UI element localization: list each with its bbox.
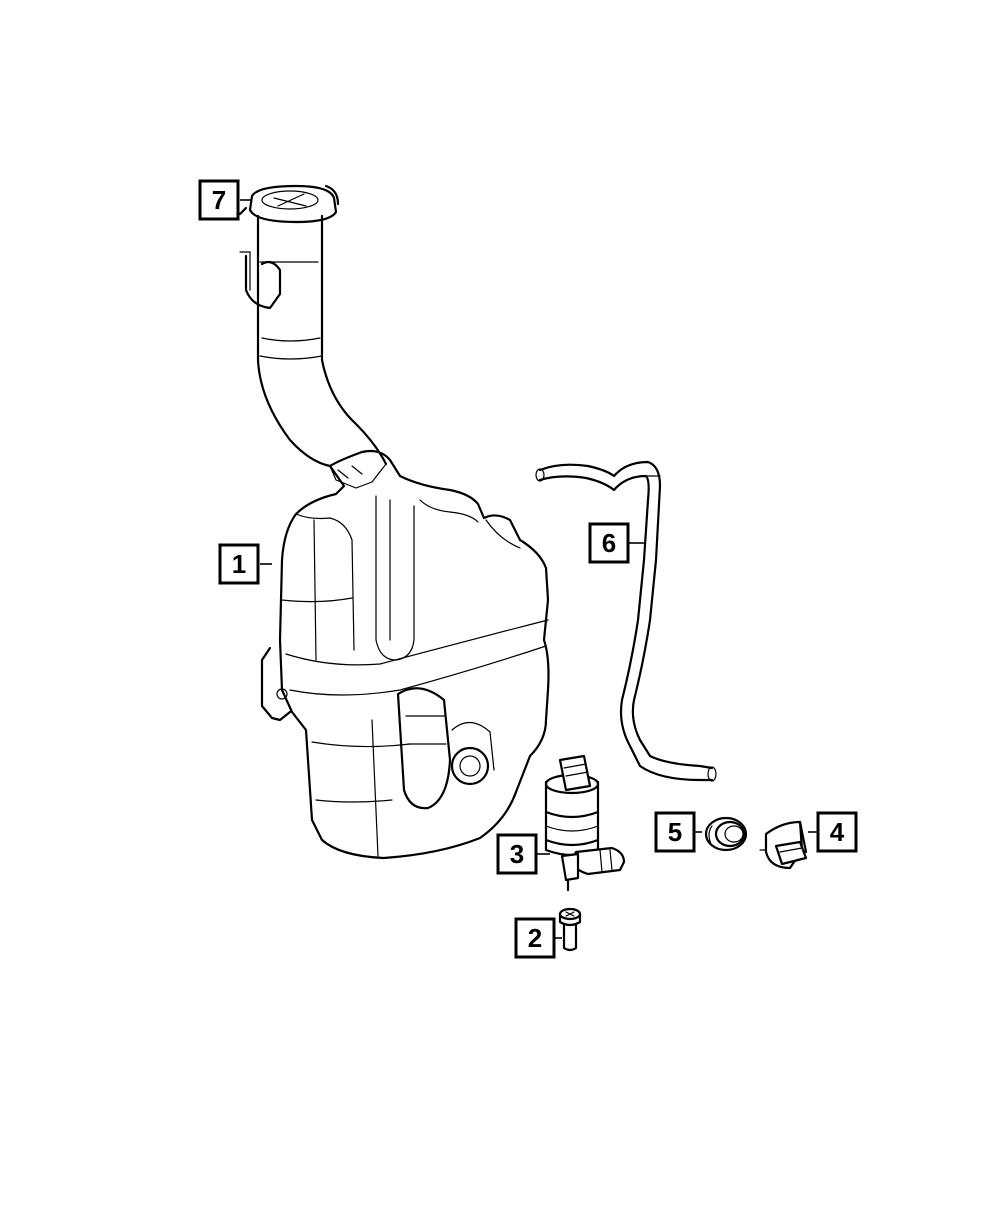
callout-1-label: 1 [232, 549, 246, 579]
filler-cap-part [238, 184, 340, 224]
callout-6: 6 [588, 522, 630, 564]
callout-2-label: 2 [528, 923, 542, 953]
callout-7-label: 7 [212, 185, 226, 215]
callout-6-label: 6 [602, 528, 616, 558]
washer-pump-part [544, 754, 626, 892]
callout-3: 3 [496, 833, 538, 875]
callout-4: 4 [816, 811, 858, 853]
callout-5: 5 [654, 811, 696, 853]
washer-reservoir-part [239, 214, 550, 860]
screw-part [558, 907, 582, 952]
callout-7: 7 [198, 179, 240, 221]
callout-2: 2 [514, 917, 556, 959]
callout-4-label: 4 [830, 817, 845, 847]
grommet-part [704, 816, 748, 852]
callout-3-label: 3 [510, 839, 524, 869]
level-sensor-part [759, 820, 808, 870]
callout-5-label: 5 [668, 817, 682, 847]
callout-1: 1 [218, 543, 260, 585]
washer-hose-part [535, 460, 717, 782]
